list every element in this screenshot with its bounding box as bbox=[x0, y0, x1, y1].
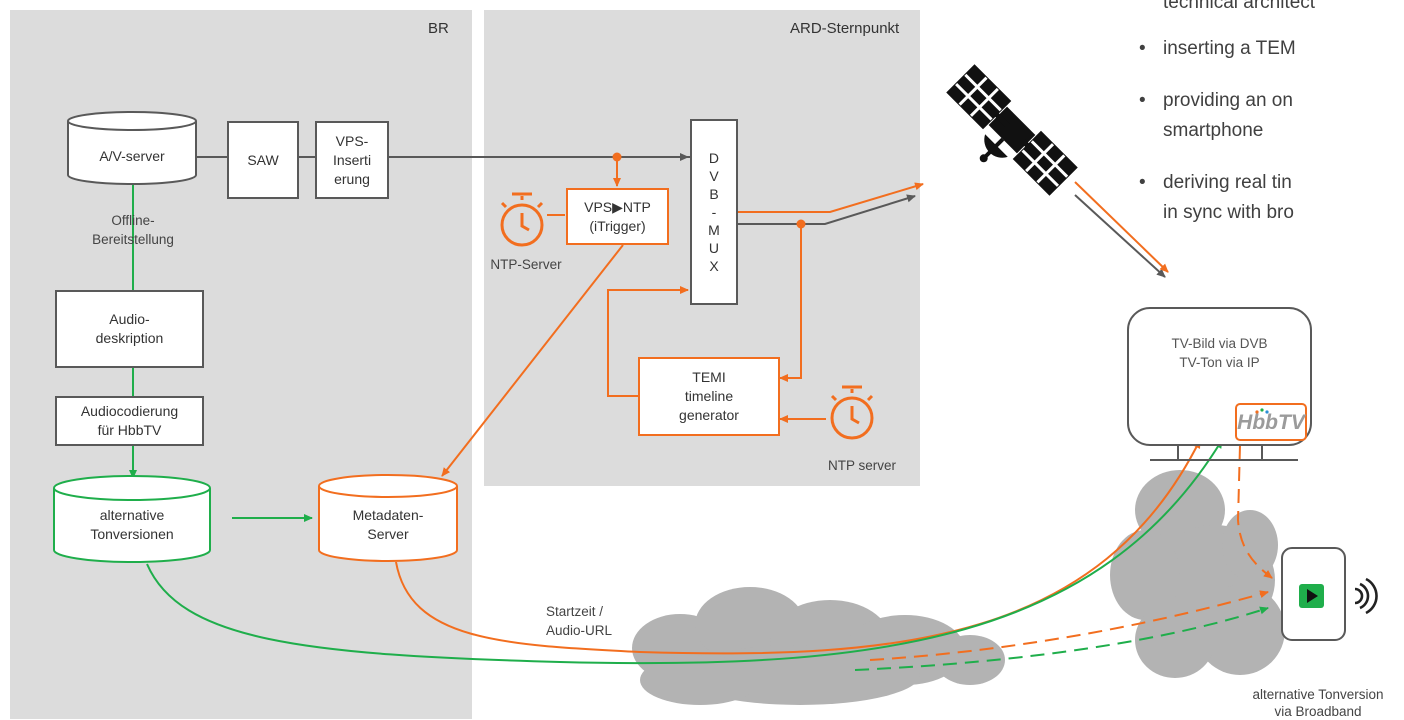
bullet-item: •providing an on bbox=[1139, 90, 1293, 111]
clock-icon bbox=[500, 192, 544, 247]
bullet-text: smartphone bbox=[1163, 120, 1264, 141]
offline-bereitstellung-label: Offline- Bereitstellung bbox=[92, 213, 174, 247]
cloud-icon bbox=[1110, 470, 1285, 678]
hbbtv-logo: HbbTV bbox=[1237, 411, 1305, 434]
saw-box: SAW bbox=[227, 121, 299, 199]
alternative-tonversionen-cylinder bbox=[53, 475, 211, 563]
startzeit-label: Startzeit / Audio-URL bbox=[546, 604, 613, 638]
hbbtv-logo-dots bbox=[1255, 408, 1269, 414]
alternative-tonversionen-label: alternative Tonversionen bbox=[90, 507, 174, 542]
bullet-continuation: smartphone bbox=[1163, 118, 1263, 144]
bullet-text: in sync with bro bbox=[1163, 202, 1294, 223]
temi-generator-box: TEMI timeline generator bbox=[638, 357, 780, 436]
bullet-item: •deriving real tin bbox=[1139, 172, 1292, 193]
bullet-item: •inserting a TEM bbox=[1139, 38, 1296, 59]
ntp-server-right-label: NTP server bbox=[827, 458, 896, 473]
bullet-text: deriving real tin bbox=[1163, 172, 1292, 193]
bullet-text: providing an on bbox=[1163, 90, 1293, 111]
tv-description: TV-Bild via DVB TV-Ton via IP bbox=[1171, 336, 1268, 370]
bullet-continuation: in sync with bro bbox=[1163, 200, 1294, 226]
audiocodierung-box: Audiocodierung für HbbTV bbox=[55, 396, 204, 446]
dvb-mux-box: D V B - M U X bbox=[690, 119, 738, 305]
av-server-cylinder bbox=[67, 111, 197, 185]
ard-panel-title: ARD-Sternpunkt bbox=[790, 20, 900, 37]
alt-broadband-label: alternative Tonversion via Broadband bbox=[1252, 687, 1384, 719]
ntp-server-left-label: NTP-Server bbox=[490, 257, 562, 272]
vps-insertierung-box: VPS- Inserti erung bbox=[315, 121, 389, 199]
vps-ntp-box: VPS▶NTP (iTrigger) bbox=[566, 188, 669, 245]
satellite-icon bbox=[946, 64, 1078, 196]
bullet-header: technical architect bbox=[1163, 0, 1316, 13]
clock-icon bbox=[830, 385, 874, 440]
hbbtv-logo-frame bbox=[1235, 403, 1307, 441]
metadaten-server-label: Metadaten- Server bbox=[352, 507, 424, 542]
audiodeskription-box: Audio- deskription bbox=[55, 290, 204, 368]
bullet-text: inserting a TEM bbox=[1163, 38, 1296, 59]
av-server-label: A/V-server bbox=[99, 148, 165, 164]
cloud-icon bbox=[632, 587, 1005, 705]
br-panel-title: BR bbox=[428, 20, 449, 37]
metadaten-server-cylinder bbox=[318, 474, 458, 562]
tv-stand bbox=[1150, 445, 1298, 461]
signal-icon bbox=[1354, 577, 1378, 615]
